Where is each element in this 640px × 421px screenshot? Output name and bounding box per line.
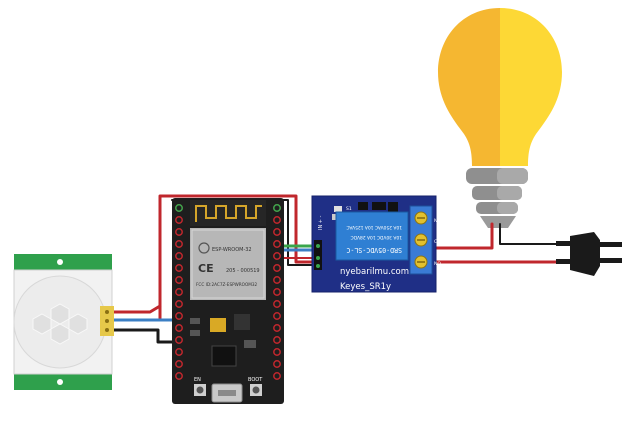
esp32-certification: 205 - 000519 [226,268,260,274]
terminal-label-c: C [434,239,437,245]
esp32-regulator [234,314,250,330]
light-bulb [438,8,562,228]
relay-led-label: S1 [346,206,352,212]
plug-body [570,232,600,276]
wire-bulb-red [430,222,494,250]
terminal-label-nc: NC [434,218,441,224]
plug-prong-top [556,241,570,246]
en-button-label: EN [194,377,201,383]
relay-pin-label: IN + - [318,215,324,230]
esp32-capacitor [210,318,226,332]
relay-body [335,211,409,261]
plug-pin-bottom [598,258,622,263]
wire-pir-black [110,328,178,344]
relay-brand: nyebarilmu.com [340,267,409,277]
esp32-antenna-trace [195,205,262,222]
relay-text-3: 10A 250VAC 10A 125VAC [346,224,402,230]
esp32-board: ESP-WROOM-32 CE 205 - 000519 FCC ID:2AC7… [172,198,284,404]
bulb-base-top-right [497,168,528,184]
esp32-right-pins [273,204,281,380]
relay-text-2: 10A 30VDC 10A 28VDC [351,234,402,240]
wire-red-top [158,194,320,320]
bulb-glass-left [438,8,500,166]
power-plug [556,232,622,276]
esp32-module-shield [190,228,266,300]
relay-text-1: SRD-05VDC-SL-C [346,246,402,254]
esp32-module-label: ESP-WROOM-32 [212,247,252,253]
esp32-antenna-area [190,200,266,226]
wire-pir-red [110,304,162,314]
esp32-ce-mark: CE [198,262,214,275]
relay-led [334,206,342,212]
esp32-fcc-id: FCC ID:2AC7Z-ESPWROOM32 [196,282,258,287]
bulb-base-mid-right [497,186,522,200]
wire-bulb-black [499,223,561,245]
pir-sensor [13,254,114,390]
esp32-usb-chip [211,345,237,367]
relay-header [314,240,322,270]
bulb-base-low-right [497,202,518,214]
relay-model: Keyes_SR1y [340,282,391,292]
esp32-left-pins [175,204,183,380]
plug-pin-top [598,242,622,247]
terminal-label-no: NO [434,261,441,267]
pir-lens-hexes [32,303,88,345]
plug-prong-bottom [556,259,570,264]
relay-module: IN + - S1 SRD-05VDC-SL-C 10A 30VDC 10A 2… [311,195,441,293]
boot-button-label: BOOT [248,377,263,383]
bulb-tip [480,216,516,228]
bulb-glass-right [500,8,562,166]
